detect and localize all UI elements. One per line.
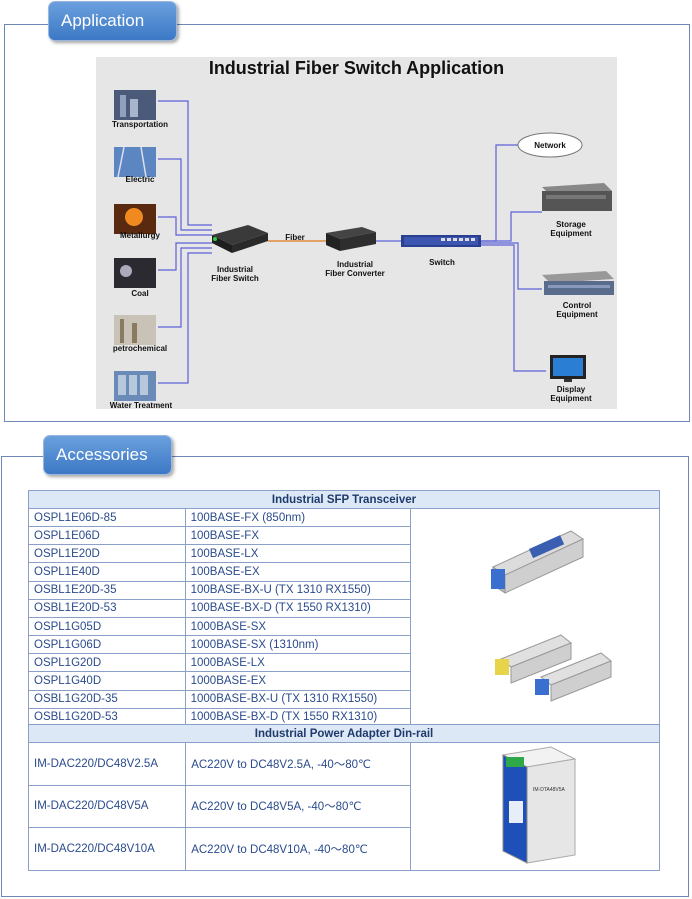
sfp-spec: 100BASE-FX (850nm) (184, 507, 411, 528)
switch-label: Switch (429, 258, 455, 267)
sfp-spec: 100BASE-BX-D (TX 1550 RX1310) (184, 598, 411, 618)
display-icon (550, 355, 586, 382)
power-model: IM-DAC220/DC48V5A (27, 784, 187, 829)
fiber-label: Fiber (285, 233, 305, 242)
storage-icon (542, 183, 612, 211)
source-label-transportation: Transportation (111, 120, 168, 129)
power-image-cell: IM-DTA48V5A (409, 742, 661, 871)
power-spec: AC220V to DC48V2.5A, -40～80℃ (185, 742, 411, 786)
sfp-spec: 100BASE-FX (184, 526, 411, 546)
display-label: Display Equipment (550, 385, 592, 403)
fiber-switch-label: Industrial Fiber Switch (211, 265, 259, 283)
source-label-water-treatment: Water Treatment (109, 401, 173, 410)
sfp-spec: 100BASE-EX (184, 562, 411, 582)
sfp-spec: 1000BASE-EX (184, 671, 411, 691)
application-diagram: Industrial Fiber Switch Application Tran… (96, 57, 617, 410)
source-label-coal: Coal (131, 289, 149, 298)
power-model: IM-DAC220/DC48V2.5A (27, 742, 187, 786)
table-row: IM-DAC220/DC48V2.5A AC220V to DC48V2.5A,… (27, 742, 661, 871)
power-table: Industrial Power Adapter Din-rail IM-DAC… (27, 724, 661, 871)
converter-label: Industrial Fiber Converter (325, 260, 385, 278)
source-label-metallurgy: Metallurgy (119, 231, 160, 240)
sfp-spec: 1000BASE-BX-U (TX 1310 RX1550) (184, 689, 411, 709)
power-heading: Industrial Power Adapter Din-rail (28, 724, 660, 743)
sfp-model: OSPL1E20D (28, 544, 186, 564)
sfp-model: OSPL1G20D (28, 653, 186, 673)
accessories-tab[interactable]: Accessories (43, 435, 172, 475)
sfp-spec: 1000BASE-SX (184, 616, 411, 637)
sfp-image-cell (409, 508, 661, 727)
sfp-model: OSBL1E20D-53 (28, 598, 186, 618)
fiber-switch-icon (212, 225, 268, 253)
sfp-module-icon (490, 530, 612, 702)
source-label-petrochemical: petrochemical (112, 344, 168, 353)
sfp-spec: 100BASE-LX (184, 544, 411, 564)
control-icon (542, 271, 614, 295)
sfp-table: Industrial SFP Transceiver OSPL1E06D-85 … (28, 490, 661, 728)
power-adapter-icon: IM-DTA48V5A (501, 746, 577, 864)
sfp-heading: Industrial SFP Transceiver (28, 490, 660, 509)
fiber-converter-icon (326, 227, 376, 251)
power-spec: AC220V to DC48V5A, -40～80℃ (185, 784, 411, 829)
diagram-lines (114, 90, 614, 401)
sfp-model: OSBL1E20D-35 (28, 580, 186, 600)
sfp-spec: 100BASE-BX-U (TX 1310 RX1550) (184, 580, 411, 600)
sfp-model: OSPL1G06D (28, 635, 186, 655)
power-device-label: IM-DTA48V5A (533, 787, 566, 793)
sfp-model: OSPL1G40D (28, 671, 186, 691)
power-model: IM-DAC220/DC48V10A (27, 827, 187, 871)
sfp-spec: 1000BASE-BX-D (TX 1550 RX1310) (184, 707, 411, 728)
application-tab[interactable]: Application (48, 1, 177, 41)
table-row: OSPL1E06D-85 100BASE-FX (850nm) (28, 507, 661, 727)
diagram-title: Industrial Fiber Switch Application (208, 58, 505, 78)
source-label-electric: Electric (125, 175, 155, 184)
storage-label: Storage Equipment (550, 220, 592, 238)
sfp-model: OSBL1G20D-35 (28, 689, 186, 709)
sfp-spec: 1000BASE-SX (1310nm) (184, 635, 411, 655)
sfp-model: OSPL1E06D-85 (28, 507, 186, 528)
sfp-model: OSPL1G05D (28, 616, 186, 637)
sfp-model: OSPL1E06D (28, 526, 186, 546)
control-label: Control Equipment (556, 301, 598, 319)
network-cloud-icon (517, 132, 583, 158)
power-spec: AC220V to DC48V10A, -40～80℃ (185, 827, 411, 871)
switch-icon (401, 235, 481, 247)
network-label: Network (534, 141, 566, 150)
sfp-spec: 1000BASE-LX (184, 653, 411, 673)
sfp-model: OSPL1E40D (28, 562, 186, 582)
source-thumbnails (114, 90, 156, 401)
